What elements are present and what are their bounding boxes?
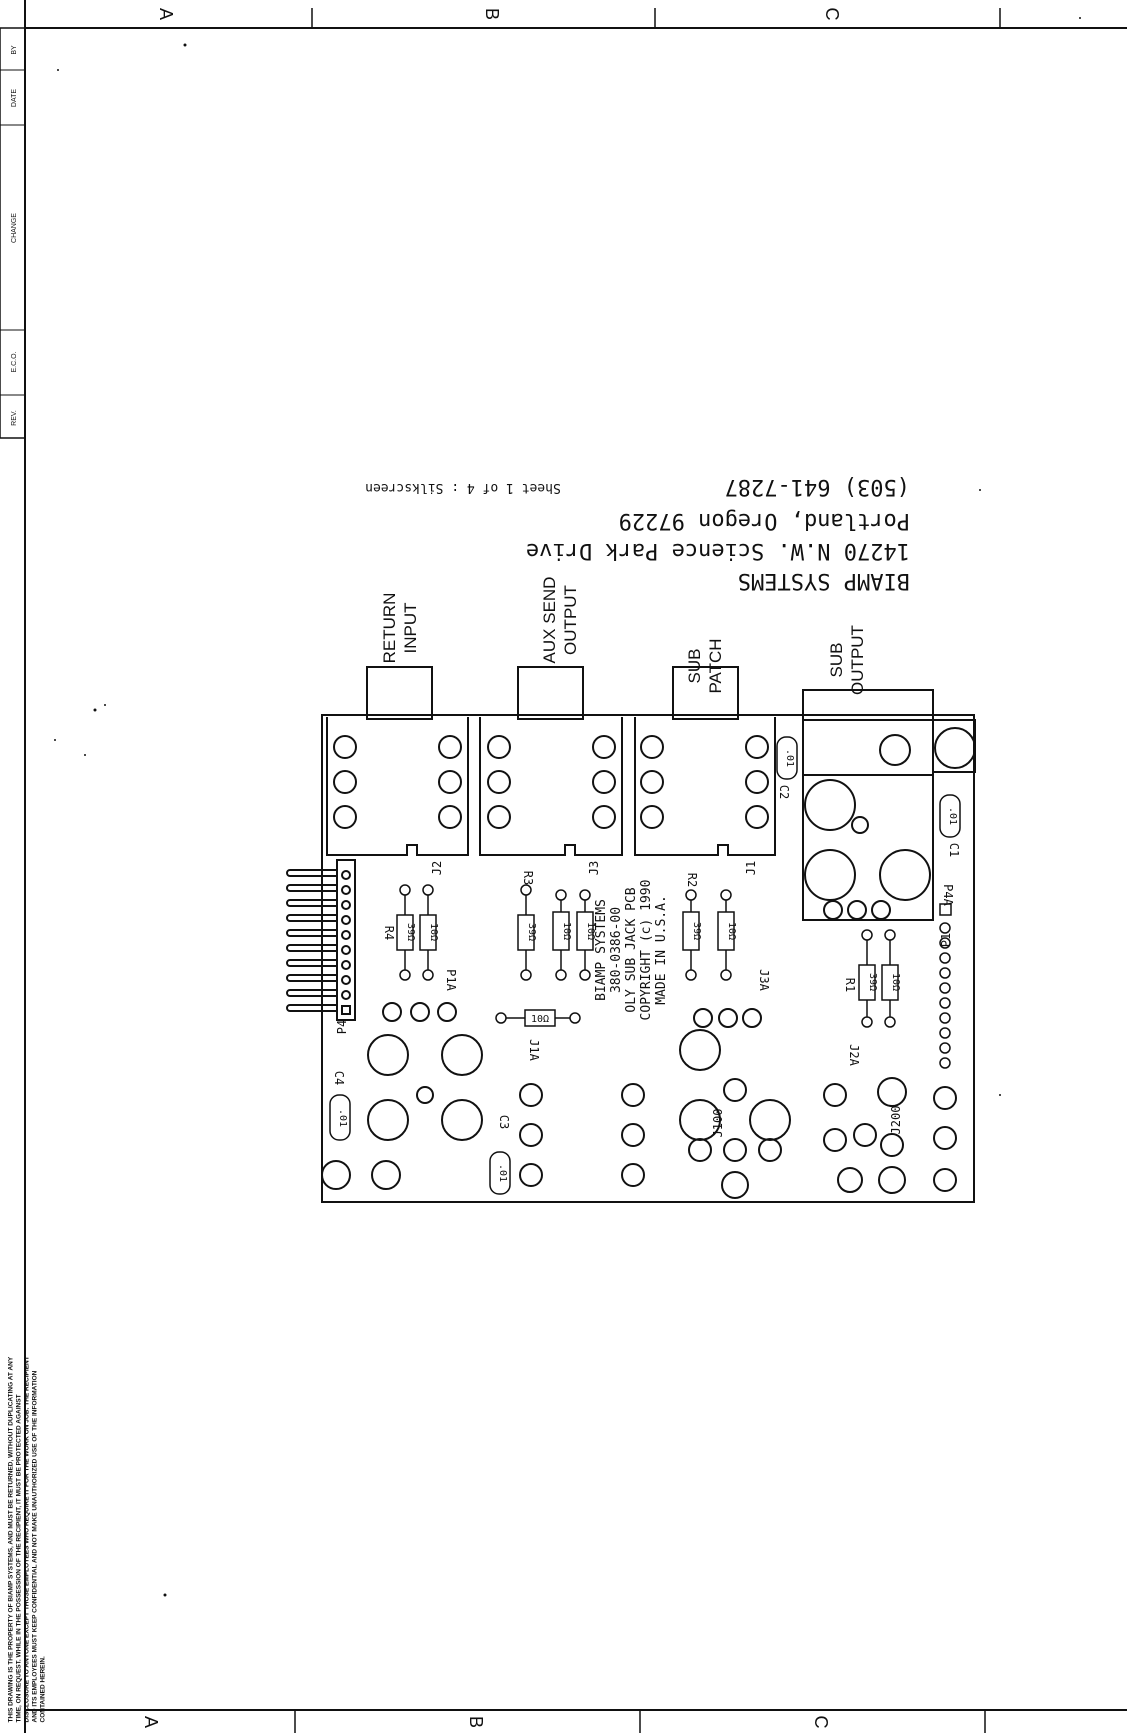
capacitors (329, 736, 961, 1195)
company-street: 14270 N.W. Science Park Drive (526, 538, 910, 563)
ref-p4a: P4A (941, 884, 955, 906)
zone-bottom-b: B (466, 1716, 486, 1728)
resistors (396, 884, 899, 1028)
value-r3b: 10Ω (561, 922, 572, 940)
sheet-label: Sheet 1 of 4 : Silkscreen (365, 480, 561, 495)
ref-j3a: J3A (757, 969, 771, 991)
jack-j2 (326, 666, 469, 856)
company-phone: (503) 641-7287 (725, 474, 910, 499)
ref-p1a: P1A (444, 969, 458, 991)
ref-p1: P1 (939, 933, 953, 947)
value-r1b: 10Ω (890, 973, 901, 991)
company-name: BIAMP SYSTEMS (738, 568, 910, 593)
ref-c1: C1 (947, 843, 961, 857)
board-outline (321, 714, 975, 1203)
confidentiality-text: THIS DRAWING IS THE PROPERTY OF BIAMP SY… (7, 1356, 47, 1723)
value-c2: .01 (784, 749, 795, 767)
label-output-2: OUTPUT (848, 625, 867, 695)
ref-c2: C2 (777, 785, 791, 799)
board-line-5: MADE IN U.S.A. (654, 895, 669, 1005)
value-j1a-resistor: 10Ω (531, 1014, 549, 1025)
ref-j3: J3 (587, 861, 601, 875)
ref-p4: P4 (335, 1020, 349, 1034)
value-c4: .01 (337, 1109, 348, 1127)
rev-header-by: BY (11, 45, 18, 55)
label-return-1: RETURN (380, 593, 399, 664)
ref-j1: J1 (744, 861, 758, 875)
value-r3a: 39Ω (526, 923, 537, 941)
ref-j2a: J2A (847, 1044, 861, 1066)
zone-top-b: B (482, 8, 502, 20)
value-c1: .01 (947, 807, 958, 825)
ref-r1: R1 (843, 978, 857, 992)
rev-header-date: DATE (11, 89, 18, 107)
pads-and-holes (321, 1002, 957, 1199)
label-aux-1: AUX SEND (540, 577, 559, 664)
connector-p4 (286, 859, 356, 1021)
stray-marks (54, 17, 1081, 1597)
connector-p1 (802, 689, 934, 921)
ref-j100: J100 (711, 1109, 725, 1138)
value-r1a: 39Ω (867, 973, 878, 991)
zone-markers: A B C A B C (141, 8, 842, 1729)
value-r4b: 10Ω (428, 923, 439, 941)
ref-c3: C3 (497, 1115, 511, 1129)
title-block-address: BIAMP SYSTEMS 14270 N.W. Science Park Dr… (526, 474, 910, 593)
label-return-2: INPUT (401, 603, 420, 654)
board-line-4: COPYRIGHT (c) 1990 (639, 880, 654, 1021)
value-r2a: 39Ω (691, 922, 702, 940)
board-line-3: OLY SUB JACK PCB (624, 887, 639, 1012)
board-line-2: 380-0386-00 (609, 907, 624, 993)
company-city: Portland, Oregon 97229 (619, 508, 910, 533)
jack-j1 (634, 666, 776, 856)
ref-r4: R4 (382, 926, 396, 940)
board-marking-text: BIAMP SYSTEMS 380-0386-00 OLY SUB JACK P… (594, 880, 669, 1021)
zone-top-a: A (156, 8, 176, 20)
board-line-1: BIAMP SYSTEMS (594, 899, 609, 1001)
jack-j3 (479, 666, 623, 856)
ref-j200: J200 (889, 1106, 903, 1135)
confidentiality-notice: THIS DRAWING IS THE PROPERTY OF BIAMP SY… (7, 1353, 63, 1723)
component-labels: J2 J3 J1 P1 P4 P1A P4A J1A J2A J3A J100 … (332, 749, 961, 1182)
ref-j1a: J1A (527, 1039, 541, 1061)
sheet-frame (24, 0, 1127, 1733)
value-r4a: 39Ω (405, 923, 416, 941)
value-r2b: 10Ω (726, 922, 737, 940)
rev-header-rev: REV. (11, 410, 18, 426)
ref-r2: R2 (685, 873, 699, 887)
rev-header-eco: E.C.O. (11, 351, 18, 372)
ref-r3: R3 (521, 871, 535, 885)
rev-header-change: CHANGE (11, 213, 18, 243)
zone-bottom-a: A (141, 1716, 161, 1728)
ref-j2: J2 (430, 861, 444, 875)
zone-bottom-c: C (811, 1716, 831, 1729)
ref-c4: C4 (332, 1071, 346, 1085)
header-p4a (939, 903, 952, 1069)
pcb-board (286, 666, 976, 1203)
label-aux-2: OUTPUT (561, 585, 580, 655)
value-c3: .01 (497, 1164, 508, 1182)
zone-top-c: C (822, 8, 842, 21)
label-output-1: SUB (827, 643, 846, 678)
revision-block: REV. E.C.O. CHANGE DATE BY (0, 27, 26, 439)
jack-labels: RETURN INPUT AUX SEND OUTPUT SUB PATCH S… (380, 577, 867, 695)
corner-mount (932, 719, 976, 773)
value-r3c: 10Ω (585, 922, 596, 940)
